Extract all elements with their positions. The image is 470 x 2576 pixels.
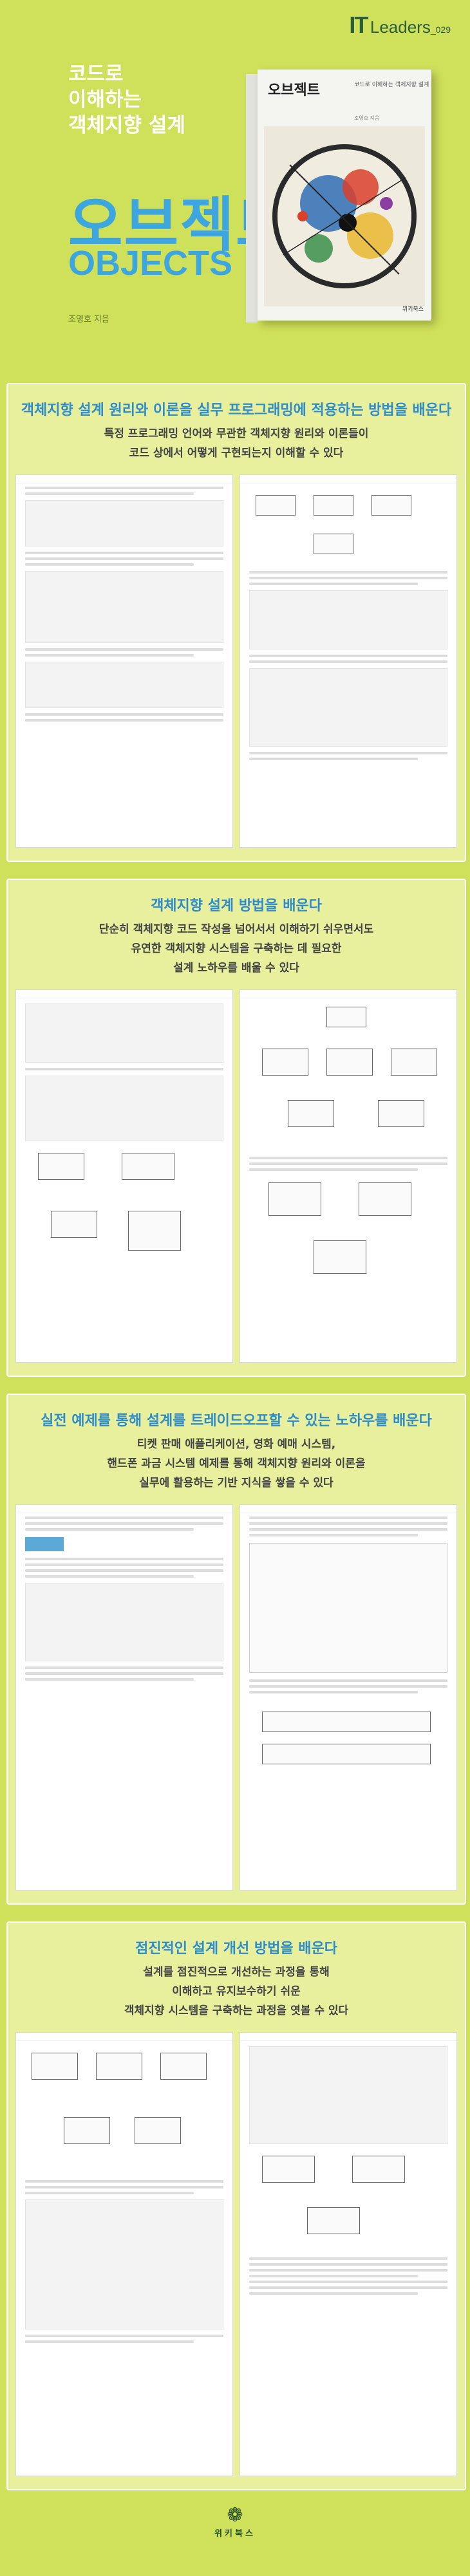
publisher-name: 위키북스 bbox=[214, 2529, 256, 2539]
section-3-sample-pages bbox=[15, 1504, 457, 1890]
sample-page bbox=[15, 989, 233, 1363]
section-4-line3: 객체지향 시스템을 구축하는 과정을 엿볼 수 있다 bbox=[124, 2004, 349, 2017]
kandinsky-circles-artwork bbox=[264, 126, 425, 306]
section-4-heading: 점진적인 설계 개선 방법을 배운다 bbox=[135, 1941, 337, 1957]
section-3-heading: 실전 예제를 통해 설계를 트레이드오프할 수 있는 노하우를 배운다 bbox=[41, 1413, 432, 1429]
section-1-line2: 코드 상에서 어떻게 구현되는지 이해할 수 있다 bbox=[129, 447, 344, 460]
section-3-line3: 실무에 활용하는 기반 지식을 쌓을 수 있다 bbox=[139, 1477, 334, 1489]
series-leaders: Leaders bbox=[370, 17, 431, 37]
section-2-body: 단순히 객체지향 코드 작성을 넘어서서 이해하기 쉬우면서도 유연한 객체지향… bbox=[8, 920, 465, 978]
sample-page bbox=[15, 474, 233, 848]
section-3-line1: 티켓 판매 애플리케이션, 영화 예매 시스템, bbox=[136, 1438, 336, 1451]
hero-subtitle-line1: 코드로 bbox=[68, 62, 124, 86]
book-spine bbox=[246, 74, 258, 322]
feature-section-2: 객체지향 설계 방법을 배운다 단순히 객체지향 코드 작성을 넘어서서 이해하… bbox=[6, 879, 466, 1377]
section-4-line1: 설계를 점진적으로 개선하는 과정을 통해 bbox=[143, 1966, 330, 1979]
sample-page bbox=[240, 989, 457, 1363]
hero-title-en: OBJECTS bbox=[68, 244, 233, 283]
section-2-heading: 객체지향 설계 방법을 배운다 bbox=[151, 898, 322, 914]
series-label: IT Leaders_029 bbox=[349, 12, 451, 39]
sample-page bbox=[240, 2032, 457, 2476]
section-2-line2: 유연한 객체지향 시스템을 구축하는 데 필요한 bbox=[131, 942, 342, 955]
book-title: 오브젝트 bbox=[268, 82, 320, 98]
hero-author: 조영호 지음 bbox=[68, 315, 109, 324]
book-cover: 오브젝트 코드로 이해하는 객체지향 설계 조영호 지음 위키북스 bbox=[258, 70, 431, 321]
book-author: 조영호 지음 bbox=[354, 115, 380, 121]
book-subtitle: 코드로 이해하는 객체지향 설계 bbox=[354, 82, 429, 88]
sample-page bbox=[240, 1504, 457, 1890]
sample-page bbox=[240, 474, 457, 848]
section-4-line2: 이해하고 유지보수하기 쉬운 bbox=[172, 1985, 301, 1998]
hero-subtitle: 코드로 이해하는 객체지향 설계 bbox=[68, 61, 185, 138]
series-it: IT bbox=[349, 12, 368, 38]
section-3-body: 티켓 판매 애플리케이션, 영화 예매 시스템, 핸드폰 과금 시스템 예제를 … bbox=[8, 1435, 465, 1493]
publisher-logo: ❁ 위키북스 bbox=[0, 2504, 470, 2539]
hero-subtitle-line2: 이해하는 bbox=[68, 88, 142, 111]
section-1-line1: 특정 프로그래밍 언어와 무관한 객체지향 원리와 이론들이 bbox=[104, 427, 369, 440]
series-number: _029 bbox=[430, 24, 451, 35]
section-4-body: 설계를 점진적으로 개선하는 과정을 통해 이해하고 유지보수하기 쉬운 객체지… bbox=[8, 1963, 465, 2021]
section-3-line2: 핸드폰 과금 시스템 예제를 통해 객체지향 원리와 이론을 bbox=[107, 1457, 366, 1470]
section-1-heading: 객체지향 설계 원리와 이론을 실무 프로그래밍에 적용하는 방법을 배운다 bbox=[21, 402, 452, 418]
feature-section-3: 실전 예제를 통해 설계를 트레이드오프할 수 있는 노하우를 배운다 티켓 판… bbox=[6, 1394, 466, 1905]
section-1-sample-pages bbox=[15, 474, 457, 848]
section-4-sample-pages bbox=[15, 2032, 457, 2476]
section-2-line3: 설계 노하우를 배울 수 있다 bbox=[173, 962, 299, 975]
book-publisher: 위키북스 bbox=[402, 306, 424, 313]
feature-section-1: 객체지향 설계 원리와 이론을 실무 프로그래밍에 적용하는 방법을 배운다 특… bbox=[6, 383, 466, 862]
hero-subtitle-line3: 객체지향 설계 bbox=[68, 114, 185, 137]
wikibooks-logo-icon: ❁ bbox=[227, 2504, 243, 2526]
sample-page bbox=[15, 1504, 233, 1890]
section-2-sample-pages bbox=[15, 989, 457, 1363]
sample-page bbox=[15, 2032, 233, 2476]
section-1-body: 특정 프로그래밍 언어와 무관한 객체지향 원리와 이론들이 코드 상에서 어떻… bbox=[8, 424, 465, 463]
section-2-line1: 단순히 객체지향 코드 작성을 넘어서서 이해하기 쉬우면서도 bbox=[99, 923, 374, 936]
feature-section-4: 점진적인 설계 개선 방법을 배운다 설계를 점진적으로 개선하는 과정을 통해… bbox=[6, 1921, 466, 2490]
